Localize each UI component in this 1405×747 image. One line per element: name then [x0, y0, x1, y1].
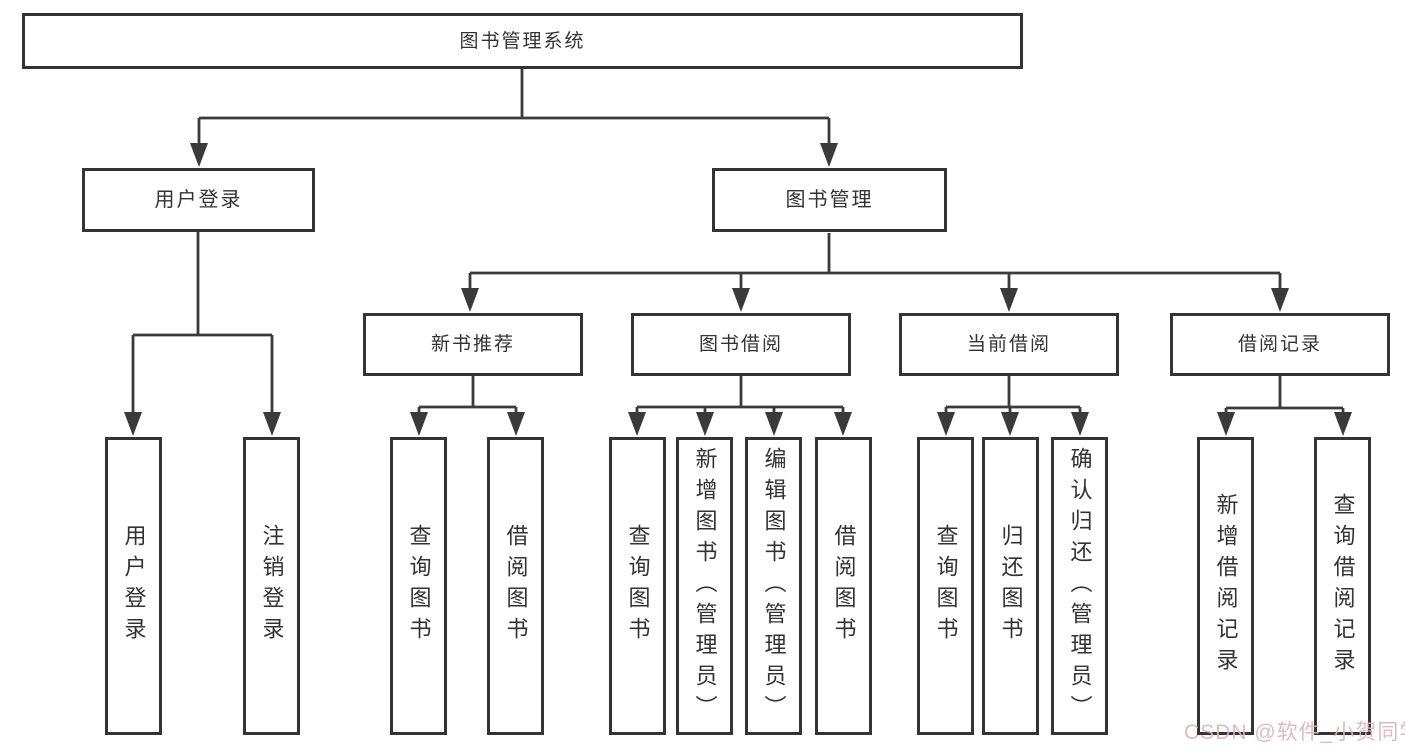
leaf-query-book-borrowing: 查询图书	[609, 437, 666, 735]
leaf-add-book-admin: 新增图书（管理员）	[676, 437, 733, 735]
node-current-borrowing: 当前借阅	[899, 313, 1119, 376]
leaf-edit-book-admin: 编辑图书（管理员）	[745, 437, 802, 735]
leaf-confirm-return-admin: 确认归还（管理员）	[1051, 437, 1108, 735]
node-user-login: 用户登录	[82, 168, 315, 232]
leaf-return-book: 归还图书	[982, 437, 1039, 735]
leaf-user-login: 用户登录	[105, 437, 162, 735]
leaf-query-book-current: 查询图书	[917, 437, 974, 735]
leaf-add-borrow-record: 新增借阅记录	[1197, 437, 1254, 735]
node-new-book-recommendation: 新书推荐	[363, 313, 583, 376]
leaf-query-borrow-record: 查询借阅记录	[1314, 437, 1371, 735]
node-book-management: 图书管理	[712, 168, 947, 232]
node-borrowing-records: 借阅记录	[1170, 313, 1390, 376]
leaf-logout: 注销登录	[243, 437, 300, 735]
node-book-borrowing: 图书借阅	[631, 313, 851, 376]
leaf-borrow-book-recommend: 借阅图书	[487, 437, 544, 735]
node-library-system: 图书管理系统	[22, 13, 1023, 69]
leaf-borrow-book-borrowing: 借阅图书	[815, 437, 872, 735]
leaf-query-book-recommend: 查询图书	[390, 437, 447, 735]
csdn-watermark: CSDN @软件_小贺同学	[1184, 721, 1405, 744]
